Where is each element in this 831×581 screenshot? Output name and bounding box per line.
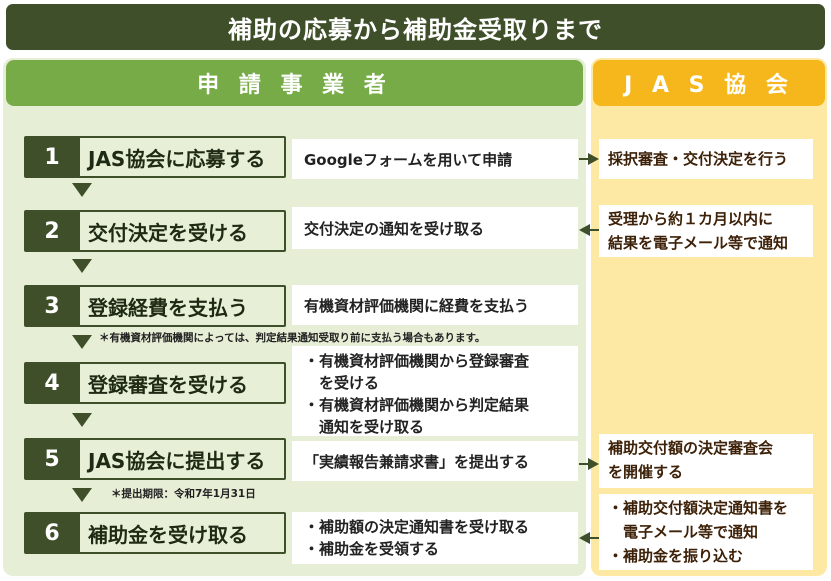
step-4-action: ・有機資材評価機関から登録審査 を受ける ・有機資材評価機関から判定結果 通知を… [292, 346, 578, 436]
down-arrow-icon [72, 183, 92, 197]
step-5-label: JAS協会に提出する [80, 440, 284, 478]
step-4-action-line: ・有機資材評価機関から登録審査 [304, 352, 530, 370]
step-5-action: 「実績報告兼請求書」を提出する [292, 441, 578, 481]
jas-action-4-line: ・補助金を振り込む [608, 547, 744, 565]
step-3-note: ＊有機資材評価機関によっては、判定結果通知受取り前に支払う場合もあります。 [99, 332, 486, 344]
step-3-action: 有機資材評価機関に経費を支払う [292, 285, 578, 325]
jas-action-1: 採択審査・交付決定を行う [599, 139, 813, 179]
step-6-action: ・補助額の決定通知書を受け取る ・補助金を受領する [292, 512, 578, 564]
applicant-header: 申 請 事 業 者 [6, 60, 583, 106]
step-2-action-line: 交付決定の通知を受け取る [304, 219, 485, 238]
jas-action-2: 受理から約１カ月以内に 結果を電子メール等で通知 [599, 205, 813, 257]
step-4-box: 4 登録審査を受ける [24, 362, 286, 404]
down-arrow-icon [72, 413, 92, 427]
step-1-action-line: Googleフォームを用いて申請 [304, 150, 513, 169]
step-6-action-line: ・補助金を受領する [304, 540, 440, 558]
step-4-number: 4 [44, 370, 60, 396]
step-3-label: 登録経費を支払う [80, 287, 284, 325]
step-1-number: 1 [44, 144, 60, 170]
jas-action-4-line: 電子メール等で通知 [608, 523, 759, 541]
jas-action-2-line: 受理から約１カ月以内に [608, 210, 774, 228]
step-2-action: 交付決定の通知を受け取る [292, 207, 578, 249]
step-4-action-line: を受ける [304, 374, 380, 392]
right-arrow-icon [579, 153, 599, 165]
step-4-action-line: 通知を受け取る [304, 418, 425, 436]
step-6-box: 6 補助金を受け取る [24, 512, 286, 554]
step-6-number: 6 [44, 520, 60, 546]
down-arrow-icon [72, 259, 92, 273]
step-1-box: 1 JAS協会に応募する [24, 136, 286, 178]
step-3-box: 3 登録経費を支払う [24, 285, 286, 327]
step-1-label: JAS協会に応募する [80, 138, 284, 176]
jas-action-3: 補助交付額の決定審査会 を開催する [599, 434, 813, 488]
step-2-number: 2 [44, 218, 60, 244]
step-3-number: 3 [44, 293, 60, 319]
down-arrow-icon [72, 488, 92, 502]
step-3-action-line: 有機資材評価機関に経費を支払う [304, 296, 530, 315]
jas-action-3-line: 補助交付額の決定審査会 [608, 439, 774, 457]
step-4-action-line: ・有機資材評価機関から判定結果 [304, 396, 530, 414]
jas-action-4: ・補助交付額決定通知書を 電子メール等で通知 ・補助金を振り込む [599, 494, 813, 570]
down-arrow-icon [72, 335, 92, 349]
step-4-label: 登録審査を受ける [80, 364, 284, 402]
jas-header: J A S 協 会 [593, 60, 825, 106]
step-5-box: 5 JAS協会に提出する [24, 438, 286, 480]
step-5-action-line: 「実績報告兼請求書」を提出する [304, 452, 530, 471]
step-5-number: 5 [44, 446, 60, 472]
jas-action-3-line: を開催する [608, 463, 684, 481]
step-5-note: ＊提出期限：令和7年1月31日 [111, 488, 256, 500]
jas-action-2-line: 結果を電子メール等で通知 [608, 234, 789, 252]
jas-action-4-line: ・補助交付額決定通知書を [608, 499, 789, 517]
step-6-action-line: ・補助額の決定通知書を受け取る [304, 518, 530, 536]
step-2-label: 交付決定を受ける [80, 212, 284, 250]
step-2-box: 2 交付決定を受ける [24, 210, 286, 252]
left-arrow-icon [579, 224, 599, 236]
jas-action-1-line: 採択審査・交付決定を行う [608, 150, 789, 168]
right-arrow-icon [579, 458, 599, 470]
left-arrow-icon [579, 532, 599, 544]
step-1-action: Googleフォームを用いて申請 [292, 139, 578, 179]
step-6-label: 補助金を受け取る [80, 514, 284, 552]
diagram-title: 補助の応募から補助金受取りまで [6, 4, 825, 50]
